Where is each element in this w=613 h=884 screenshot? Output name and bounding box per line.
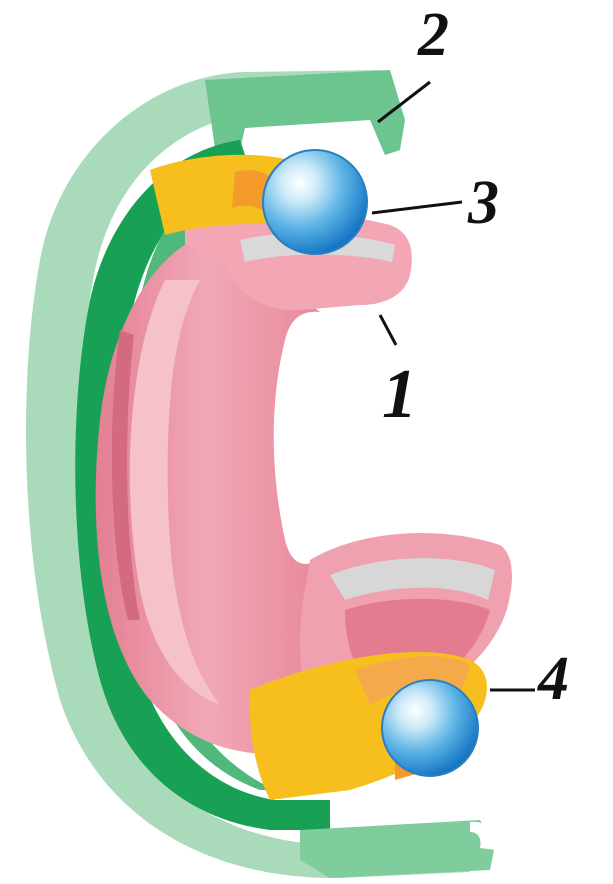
leader-line-1	[380, 315, 396, 345]
leader-line-3	[372, 202, 462, 213]
callout-label-inner-ring: 1	[382, 360, 417, 430]
outer-ring-bottom-face	[300, 820, 495, 878]
ball-bottom	[382, 680, 478, 776]
ball-top	[263, 150, 367, 254]
callout-label-outer-ring: 2	[418, 4, 449, 66]
callout-label-cage: 4	[538, 648, 569, 710]
callout-label-ball: 3	[468, 172, 499, 234]
